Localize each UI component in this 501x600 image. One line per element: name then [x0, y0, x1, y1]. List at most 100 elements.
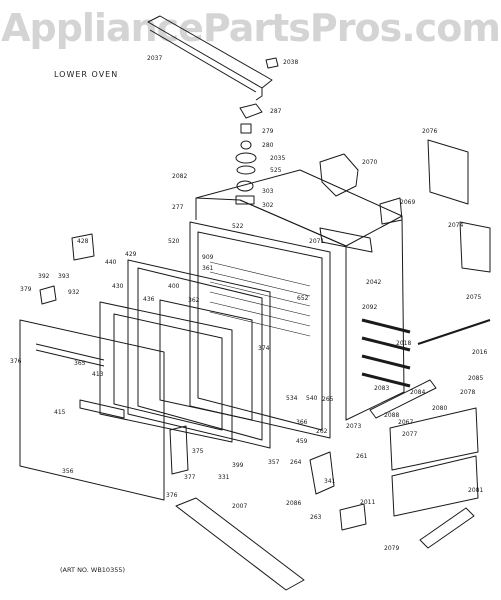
- label-263: 263: [310, 514, 322, 521]
- label-2083: 2083: [374, 385, 389, 392]
- label-264: 264: [290, 459, 302, 466]
- inner-door-panel: [99, 301, 233, 443]
- label-2085: 2085: [468, 375, 483, 382]
- label-2042: 2042: [366, 279, 381, 286]
- label-374: 374: [258, 345, 270, 352]
- label-2074: 2074: [448, 222, 463, 229]
- label-265: 265: [322, 396, 334, 403]
- label-2035: 2035: [270, 155, 285, 162]
- oven-cavity: [195, 169, 405, 421]
- label-361: 361: [202, 265, 214, 272]
- label-534: 534: [286, 395, 298, 402]
- door-glass-assembly: [127, 259, 271, 449]
- label-459: 459: [296, 438, 308, 445]
- label-2082: 2082: [172, 173, 187, 180]
- label-2016: 2016: [472, 349, 487, 356]
- label-652: 652: [297, 295, 309, 302]
- label-2007: 2007: [232, 503, 247, 510]
- hinge-part: [39, 285, 57, 305]
- label-2038: 2038: [283, 59, 298, 66]
- label-2037: 2037: [147, 55, 162, 62]
- label-379: 379: [20, 286, 32, 293]
- art-number: (ART NO. WB10355): [60, 566, 126, 574]
- label-261: 261: [356, 453, 368, 460]
- label-525: 525: [270, 167, 282, 174]
- panel-2074: [459, 221, 491, 273]
- label-356: 356: [62, 468, 74, 475]
- section-title: LOWER OVEN: [54, 70, 119, 79]
- bracket-2070: [319, 153, 359, 197]
- bottom-panel-2081: [391, 455, 479, 517]
- label-365: 365: [74, 360, 86, 367]
- label-2084: 2084: [410, 389, 425, 396]
- label-428: 428: [77, 238, 89, 245]
- label-376: 376: [10, 358, 22, 365]
- label-362: 362: [188, 297, 200, 304]
- label-2070: 2070: [362, 159, 377, 166]
- label-303: 303: [262, 188, 274, 195]
- small-bracket: [169, 425, 189, 475]
- watermark: AppliancePartsPros.com: [1, 6, 501, 50]
- side-panel-2076: [427, 139, 469, 205]
- bottom-vent-strip: [175, 497, 305, 591]
- label-2011: 2011: [360, 499, 375, 506]
- clip-part: [265, 57, 279, 69]
- label-540: 540: [306, 395, 318, 402]
- label-366: 366: [296, 419, 308, 426]
- label-277: 277: [172, 204, 184, 211]
- label-2076: 2076: [422, 128, 437, 135]
- label-2081: 2081: [468, 487, 483, 494]
- top-trim-strip: [147, 15, 273, 101]
- label-522: 522: [232, 223, 244, 230]
- label-2018: 2018: [396, 340, 411, 347]
- label-393: 393: [58, 273, 70, 280]
- label-2079: 2079: [384, 545, 399, 552]
- label-357: 357: [268, 459, 280, 466]
- label-280: 280: [262, 142, 274, 149]
- outer-door: [19, 319, 165, 501]
- label-262: 262: [316, 428, 328, 435]
- label-400: 400: [168, 283, 180, 290]
- label-440: 440: [105, 259, 117, 266]
- hinge-arm: [309, 451, 335, 495]
- label-341: 341: [324, 478, 336, 485]
- label-2069: 2069: [400, 199, 415, 206]
- label-436: 436: [143, 296, 155, 303]
- part-labels: 2037 2038 287 279 280 2035 525 303 302 2…: [10, 55, 487, 552]
- label-2075: 2075: [466, 294, 481, 301]
- sensor-stack: [235, 103, 263, 205]
- label-413: 413: [92, 371, 104, 378]
- label-2078: 2078: [460, 389, 475, 396]
- bottom-panel-2077: [389, 407, 479, 471]
- label-2071: 2071: [309, 238, 324, 245]
- label-377: 377: [184, 474, 196, 481]
- label-331: 331: [218, 474, 230, 481]
- label-287: 287: [270, 108, 282, 115]
- label-2092: 2092: [362, 304, 377, 311]
- front-frame: [189, 221, 331, 439]
- label-429: 429: [125, 251, 137, 258]
- label-302: 302: [262, 202, 274, 209]
- label-2080: 2080: [432, 405, 447, 412]
- label-430: 430: [112, 283, 124, 290]
- label-2073: 2073: [346, 423, 361, 430]
- element-bracket: [417, 319, 491, 345]
- label-399: 399: [232, 462, 244, 469]
- heating-element: [361, 318, 411, 388]
- cylinder-part: [419, 507, 475, 549]
- label-279: 279: [262, 128, 274, 135]
- label-392: 392: [38, 273, 50, 280]
- label-909: 909: [202, 254, 214, 261]
- bracket-2011: [339, 503, 367, 531]
- label-376b: 376: [166, 492, 178, 499]
- label-932: 932: [68, 289, 80, 296]
- label-2077: 2077: [402, 431, 417, 438]
- label-2067: 2067: [398, 419, 413, 426]
- label-375: 375: [192, 448, 204, 455]
- label-520: 520: [168, 238, 180, 245]
- oven-rack: [209, 261, 311, 337]
- label-2086: 2086: [286, 500, 301, 507]
- label-415: 415: [54, 409, 66, 416]
- label-2088: 2088: [384, 412, 399, 419]
